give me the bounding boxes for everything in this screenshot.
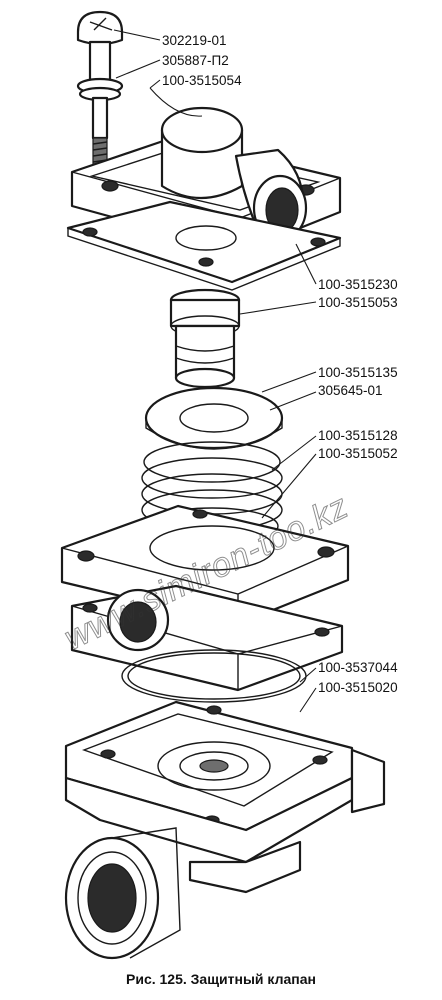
label-100-3515053: 100-3515053 — [318, 295, 398, 310]
valve-body — [64, 700, 386, 960]
piston — [169, 288, 241, 389]
label-100-3515135: 100-3515135 — [318, 365, 398, 380]
label-305645-01: 305645-01 — [318, 383, 383, 398]
label-100-3537044: 100-3537044 — [318, 660, 398, 675]
label-100-3515054: 100-3515054 — [162, 73, 242, 88]
figure-caption: Рис. 125. Защитный клапан — [126, 971, 316, 987]
label-100-3515230: 100-3515230 — [318, 277, 398, 292]
label-100-3515128: 100-3515128 — [318, 428, 398, 443]
o-ring — [121, 649, 307, 703]
part-labels: 302219-01 305887-П2 100-3515054 100-3515… — [162, 33, 398, 695]
label-100-3515020: 100-3515020 — [318, 680, 398, 695]
gasket — [66, 200, 342, 291]
valve-disk — [144, 386, 284, 450]
leader-lines — [113, 29, 317, 713]
label-100-3515052: 100-3515052 — [318, 446, 398, 461]
label-302219-01: 302219-01 — [162, 33, 227, 48]
label-305887-p2: 305887-П2 — [162, 53, 229, 68]
